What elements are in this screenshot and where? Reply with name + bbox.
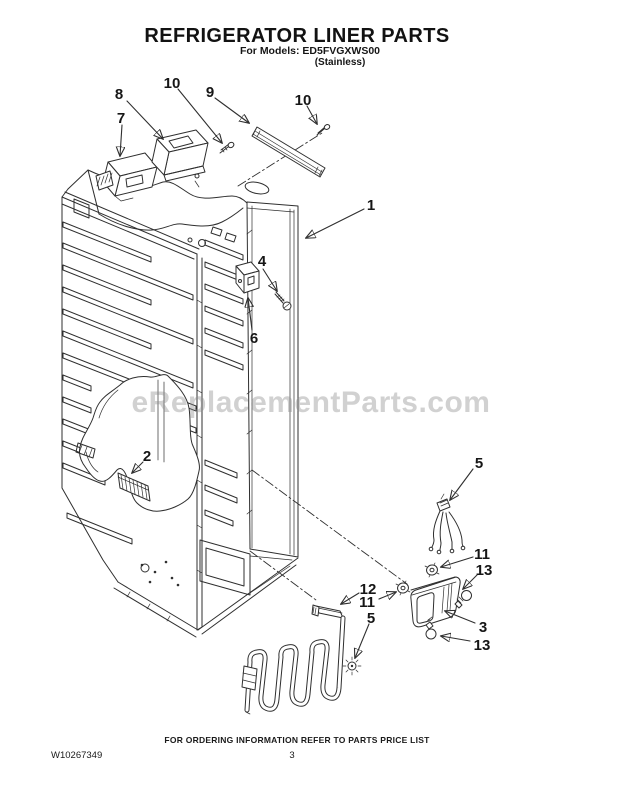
heater-assembly: [241, 604, 362, 715]
callout-10-rail: 10: [295, 92, 312, 109]
page-title: REFRIGERATOR LINER PARTS: [144, 25, 450, 47]
callout-7: 7: [117, 110, 125, 127]
leader-8: [126, 100, 163, 139]
liner-cabinet: [61, 169, 299, 638]
part-11-grommet-lower: [395, 580, 411, 596]
leader-4: [262, 268, 277, 291]
leader-3: [445, 611, 476, 624]
part-9-trim-rail: [251, 126, 326, 178]
callout-10-upper: 10: [164, 75, 181, 92]
leader-12: [341, 592, 360, 604]
air-duct-outline: [75, 374, 200, 512]
callout-13-upper: 13: [476, 562, 493, 579]
part-4-screw: [274, 291, 292, 311]
callout-11-lower: 11: [359, 594, 375, 611]
callout-2: 2: [143, 448, 151, 465]
part-12-heater-bracket: [311, 604, 344, 619]
callout-6: 6: [250, 330, 258, 347]
callout-9: 9: [206, 84, 214, 101]
leader-13-upper: [463, 574, 478, 589]
part-13-bulb-upper: [454, 590, 472, 609]
leader-2: [132, 461, 144, 473]
leader-11-upper: [441, 556, 474, 567]
leader-5-screw: [355, 623, 370, 658]
leader-10-rail: [306, 105, 317, 124]
callout-5-harness: 5: [475, 455, 483, 472]
heater-terminal: [241, 665, 258, 715]
part-10-screw-rail: [316, 124, 331, 136]
leader-10-upper: [177, 88, 222, 143]
callout-leader-lines: [120, 88, 478, 658]
leader-7: [120, 124, 122, 156]
leader-11-lower: [378, 592, 396, 599]
leader-6: [248, 298, 252, 331]
leader-1: [306, 208, 365, 238]
part-13-bulb-lower: [425, 616, 437, 640]
part-8-housing: [151, 129, 209, 188]
callout-1: 1: [367, 197, 375, 214]
callout-12: 12: [360, 581, 377, 598]
models-subtitle: For Models: ED5FVGXWS00: [239, 45, 381, 57]
callout-3: 3: [479, 619, 487, 636]
leader-9: [214, 97, 249, 123]
finish-subtitle: (Stainless): [314, 57, 366, 68]
callout-13-lower: 13: [474, 637, 491, 654]
leader-5-harness: [450, 468, 474, 500]
projection-lines: [237, 132, 408, 601]
callout-labels: 8 7 10 9 10 1 4 6 2 5 11 13 12 11 5 3 13: [115, 75, 493, 654]
callout-5-screw: 5: [367, 610, 375, 627]
part-6-rail-bracket: [235, 261, 260, 294]
part-5-heater-screw: [342, 656, 362, 676]
callout-4: 4: [258, 253, 267, 270]
part-5-wiring-harness: [428, 493, 466, 555]
leader-13-lower: [441, 636, 471, 641]
part-7-housing: [95, 152, 158, 202]
part-2-air-grille: [117, 472, 151, 502]
part-10-screw-upper: [219, 141, 235, 154]
page-number: 3: [289, 750, 295, 761]
callout-11-upper: 11: [474, 546, 490, 563]
ordering-note: FOR ORDERING INFORMATION REFER TO PARTS …: [164, 735, 430, 745]
callout-8: 8: [115, 86, 123, 103]
part-11-grommet-upper: [424, 562, 440, 578]
document-number: W10267349: [51, 750, 103, 761]
part-3-lamp-housing: [410, 576, 461, 628]
